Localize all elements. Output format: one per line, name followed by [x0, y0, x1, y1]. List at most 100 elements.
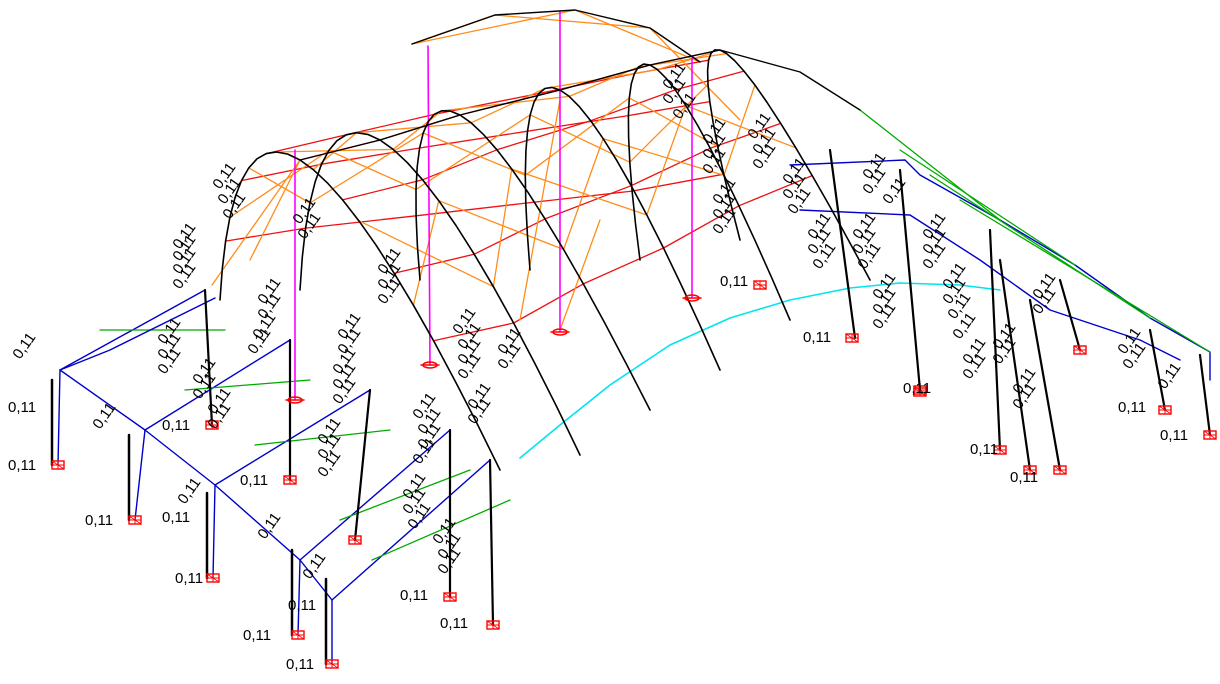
support-base-hatch — [348, 535, 362, 545]
bracing-diagonal — [559, 219, 601, 331]
member-label: 0,11 — [240, 472, 268, 489]
crown-chord — [411, 9, 701, 63]
support-base-hatch — [753, 280, 767, 290]
canopy-edge-beam — [214, 389, 371, 486]
bracing-diagonal — [211, 159, 301, 286]
bracing-diagonal — [412, 200, 440, 306]
member-label: 0,11 — [89, 400, 119, 433]
canopy-post — [988, 228, 1002, 452]
canopy-beam — [859, 109, 1001, 221]
member-label: 0,11 — [288, 597, 316, 614]
member-label: 0,11 — [162, 417, 190, 434]
canopy-edge-beam — [331, 459, 491, 601]
support-symbol — [128, 515, 142, 525]
support-symbol — [348, 535, 362, 545]
bracing-diagonal — [656, 52, 712, 71]
canopy-column — [57, 369, 61, 466]
ridge-chord — [299, 49, 861, 161]
support-symbol — [205, 420, 219, 430]
support-base-hatch — [206, 573, 220, 583]
support-base-hatch — [913, 387, 927, 397]
canopy-post — [1058, 278, 1082, 352]
arch-column — [353, 388, 372, 542]
hanger-rod — [427, 45, 431, 366]
support-base-hatch — [1203, 430, 1217, 440]
hanger-foot — [420, 361, 440, 369]
support-symbol — [51, 460, 65, 470]
canopy-post — [1148, 328, 1167, 412]
support-base-hatch — [1158, 405, 1172, 415]
canopy-edge-beam — [299, 429, 451, 561]
member-label: 0,11 — [440, 615, 468, 632]
support-symbol — [1158, 405, 1172, 415]
support-base-hatch — [845, 333, 859, 343]
support-symbol — [753, 280, 767, 290]
support-base-hatch — [291, 630, 305, 640]
bracing-diagonal — [511, 168, 648, 216]
member-label: 0,11 — [8, 399, 36, 416]
support-symbol — [993, 445, 1007, 455]
member-label: 0,11 — [970, 441, 998, 458]
canopy-post — [898, 168, 922, 392]
member-label: 0,11 — [1010, 469, 1038, 486]
arch-column — [488, 458, 495, 627]
bracing-diagonal — [723, 84, 756, 176]
canopy-beam — [254, 429, 391, 446]
canopy-column — [212, 484, 216, 579]
support-layer — [51, 280, 1217, 669]
bracing-diagonal — [411, 9, 576, 45]
canopy-post — [1198, 353, 1212, 437]
member-label: 0,11 — [299, 550, 329, 583]
arch-column — [828, 148, 857, 340]
hanger-foot — [550, 328, 570, 336]
bracing-diagonal — [602, 137, 725, 176]
arch-layer — [50, 9, 1212, 666]
support-base-hatch — [51, 460, 65, 470]
edge-curve-layer — [519, 282, 1001, 459]
member-label: 0,11 — [286, 656, 314, 673]
hanger-foot — [682, 294, 702, 302]
support-base-hatch — [1053, 465, 1067, 475]
support-base-hatch — [993, 445, 1007, 455]
bracing-diagonal — [562, 137, 604, 251]
support-base-hatch — [325, 659, 339, 669]
bracing-diagonal — [470, 87, 546, 124]
canopy-edge-beam — [144, 339, 291, 431]
member-label: 0,11 — [1118, 399, 1146, 416]
support-symbol — [1203, 430, 1217, 440]
canopy-column — [297, 559, 301, 636]
canopy-column — [134, 429, 146, 521]
support-symbol — [486, 620, 500, 630]
purlin — [224, 173, 725, 242]
purlin — [393, 122, 782, 274]
purlin — [341, 70, 745, 201]
bracing-diagonal — [494, 14, 651, 29]
support-symbol — [206, 573, 220, 583]
purlin — [240, 100, 711, 182]
bracing-diagonal — [248, 167, 311, 204]
hanger-layer — [294, 11, 693, 401]
bracing-diagonal — [646, 105, 687, 216]
bracing-diagonal — [438, 200, 565, 251]
canopy-beam — [339, 469, 471, 521]
support-base-hatch — [1073, 345, 1087, 355]
member-label: 0,11 — [8, 457, 36, 474]
member-label: 0,11 — [400, 587, 428, 604]
bracing-diagonal — [328, 149, 417, 191]
support-symbol — [1073, 345, 1087, 355]
member-label: 0,11 — [254, 510, 284, 543]
canopy-edge-beam — [59, 369, 333, 601]
canopy-beam — [899, 149, 1076, 266]
support-base-hatch — [486, 620, 500, 630]
member-label: 0,11 — [243, 627, 271, 644]
bracing-diagonal — [574, 9, 701, 63]
bracing-diagonal — [415, 114, 531, 191]
support-base-hatch — [443, 592, 457, 602]
bracing-diagonal — [392, 110, 443, 151]
member-label: 0,11 — [1154, 360, 1184, 393]
support-symbol — [913, 387, 927, 397]
support-symbol — [291, 630, 305, 640]
member-label-layer: 0,11 0,11 0,11 0,11 0,11 0,11 0,11 0,11 0,11 0,11… — [8, 60, 1188, 673]
